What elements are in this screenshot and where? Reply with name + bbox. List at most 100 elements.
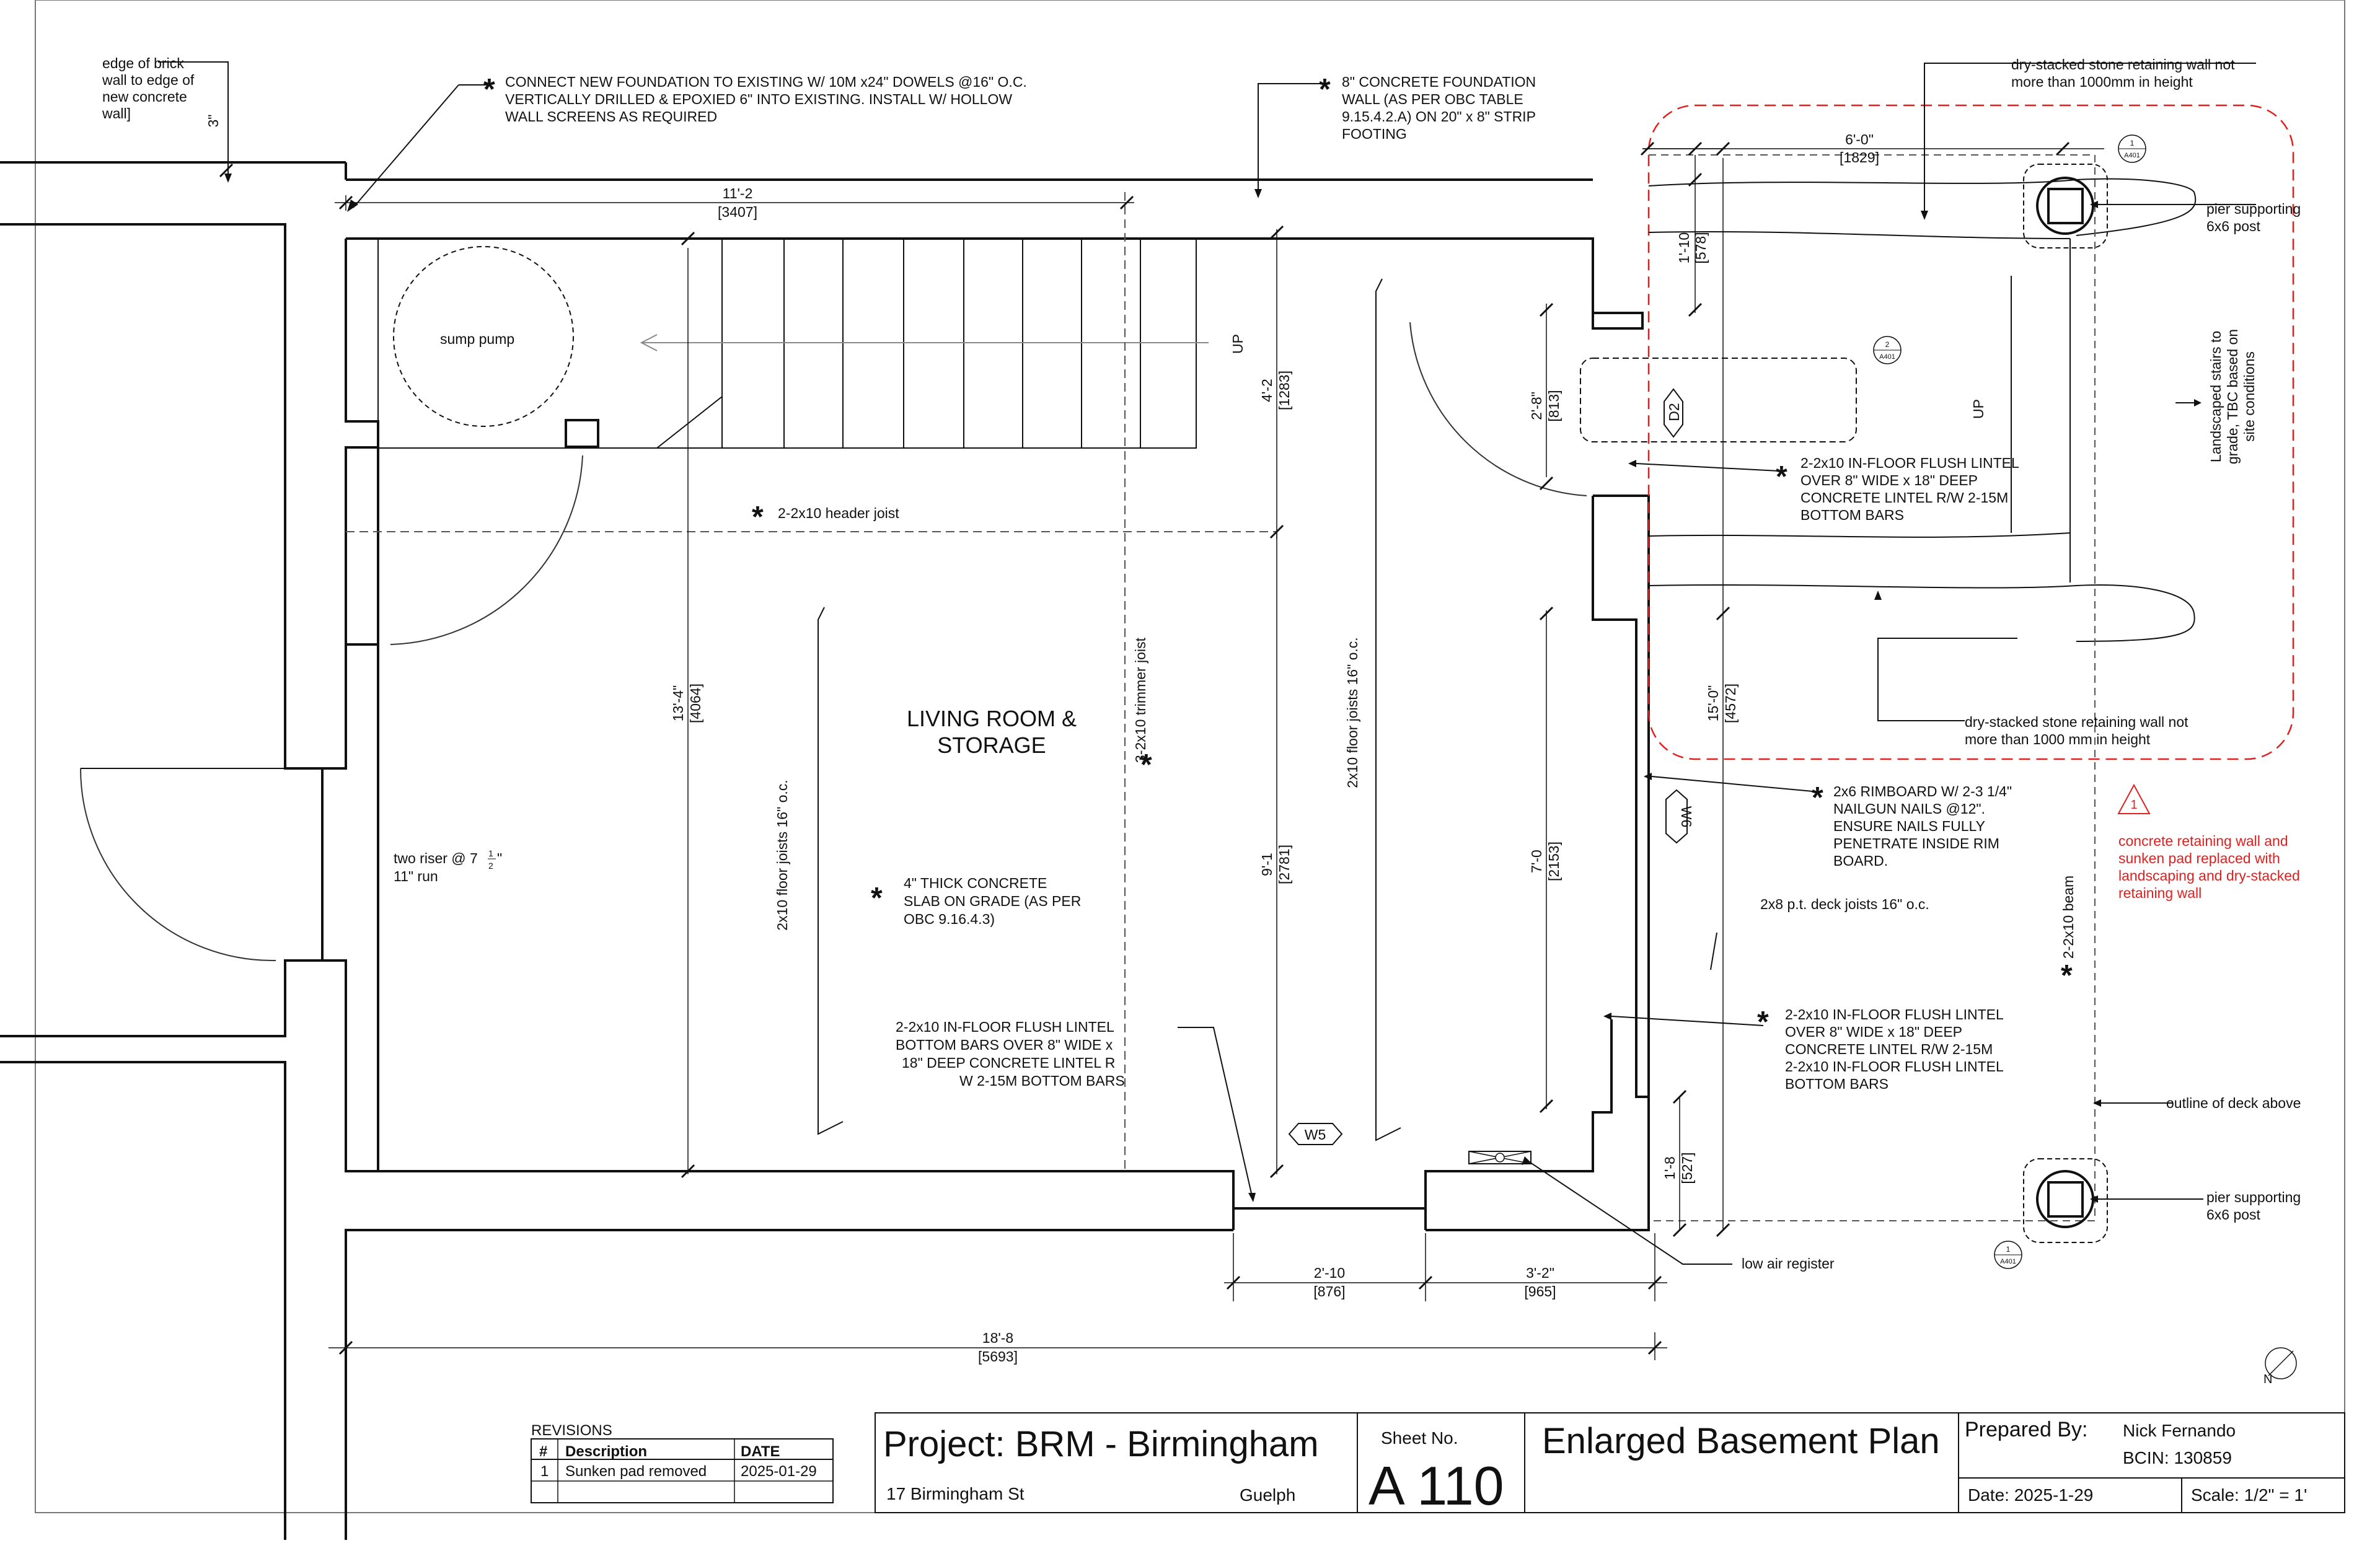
svg-text:Guelph: Guelph [1240,1485,1295,1505]
svg-text:2x8 p.t. deck joists 16" o.c.: 2x8 p.t. deck joists 16" o.c. [1760,896,1929,912]
svg-text:CONCRETE LINTEL R/W 2-15M: CONCRETE LINTEL R/W 2-15M [1800,490,2008,506]
svg-text:*: * [1140,749,1152,781]
low-air-register [1468,1151,1532,1164]
title-block: Project: BRM - Birmingham 17 Birmingham … [875,1412,2345,1516]
svg-text:13'-4": 13'-4" [670,685,686,722]
notes: edge of brick wall to edge of new concre… [102,55,2301,1272]
stairs [377,238,1209,449]
svg-text:Nick Fernando: Nick Fernando [2123,1421,2236,1440]
svg-text:2-2x10 IN-FLOOR FLUSH LINTEL: 2-2x10 IN-FLOOR FLUSH LINTEL [896,1019,1114,1035]
svg-text:9'-1: 9'-1 [1259,853,1275,876]
svg-text:2025-01-29: 2025-01-29 [741,1463,817,1480]
svg-text:1: 1 [2130,139,2135,147]
svg-text:2'-8": 2'-8" [1528,392,1545,420]
svg-text:VERTICALLY DRILLED & EPOXIED 6: VERTICALLY DRILLED & EPOXIED 6" INTO EXI… [505,91,1012,107]
svg-text:2x6 RIMBOARD W/ 2-3 1/4": 2x6 RIMBOARD W/ 2-3 1/4" [1833,783,2012,799]
svg-text:W 2-15M BOTTOM BARS: W 2-15M BOTTOM BARS [959,1073,1125,1089]
svg-text:": " [497,850,502,866]
svg-text:2x10 floor joists 16" o.c.: 2x10 floor joists 16" o.c. [1344,637,1360,788]
window-w5-tag: W5 [1288,1123,1343,1145]
svg-text:ENSURE NAILS FULLY: ENSURE NAILS FULLY [1833,818,1985,834]
svg-text:[813]: [813] [1546,390,1562,421]
svg-text:SLAB ON GRADE (AS PER: SLAB ON GRADE (AS PER [904,893,1081,909]
svg-text:3": 3" [205,115,221,128]
joist-span-left [818,607,844,1135]
svg-text:landscaping and dry-stacked: landscaping and dry-stacked [2118,868,2300,884]
svg-text:CONCRETE LINTEL R/W 2-15M: CONCRETE LINTEL R/W 2-15M [1785,1041,1993,1057]
svg-text:Scale: 1/2" = 1': Scale: 1/2" = 1' [2191,1485,2307,1505]
svg-text:[876]: [876] [1313,1283,1345,1299]
svg-text:[1829]: [1829] [1840,149,1879,165]
svg-text:outline of deck above: outline of deck above [2166,1095,2301,1111]
svg-text:9.15.4.2.A) ON 20" x 8" STRIP: 9.15.4.2.A) ON 20" x 8" STRIP [1342,108,1536,125]
svg-text:A401: A401 [1879,353,1895,361]
room-label-line2: STORAGE [937,732,1046,758]
svg-text:1: 1 [2006,1245,2011,1254]
svg-text:FOOTING: FOOTING [1342,126,1407,142]
svg-text:17 Birmingham St: 17 Birmingham St [886,1484,1025,1503]
svg-text:3-2x10 trimmer joist: 3-2x10 trimmer joist [1132,637,1148,763]
svg-text:concrete retaining wall and: concrete retaining wall and [2118,833,2288,849]
svg-text:*: * [1776,460,1787,493]
svg-text:more than 1000 mm in height: more than 1000 mm in height [1965,731,2151,747]
svg-text:1: 1 [488,848,493,858]
svg-text:#: # [539,1443,547,1460]
svg-text:WALL (AS PER OBC TABLE: WALL (AS PER OBC TABLE [1342,91,1523,107]
svg-text:2-2x10 beam: 2-2x10 beam [2060,876,2076,959]
svg-text:[527]: [527] [1679,1152,1695,1184]
joist-span-right [1375,278,1401,1141]
svg-text:N: N [2263,1373,2272,1386]
svg-text:low air register: low air register [1742,1255,1835,1272]
svg-text:3'-2": 3'-2" [1526,1265,1554,1281]
svg-text:pier supporting: pier supporting [2206,1189,2301,1205]
svg-text:REVISIONS: REVISIONS [531,1422,612,1439]
revision-triangle-icon [2117,783,2151,814]
svg-text:dry-stacked stone retaining wa: dry-stacked stone retaining wall not [2011,56,2235,73]
leader-lines [158,61,2256,1265]
svg-text:4'-2: 4'-2 [1259,379,1275,402]
svg-text:2x10 floor joists 16" o.c.: 2x10 floor joists 16" o.c. [774,780,790,930]
svg-text:4" THICK CONCRETE: 4" THICK CONCRETE [904,875,1047,891]
svg-text:1'-8: 1'-8 [1662,1156,1678,1180]
svg-text:BCIN: 130859: BCIN: 130859 [2123,1448,2232,1467]
svg-text:W5: W5 [1305,1127,1326,1143]
svg-text:Date: 2025-1-29: Date: 2025-1-29 [1968,1485,2093,1505]
svg-text:two riser @ 7: two riser @ 7 [394,850,478,866]
svg-text:[3407]: [3407] [718,204,757,220]
svg-text:retaining wall: retaining wall [2118,885,2202,901]
detail-ref-1-bottom: 1 A401 [1994,1241,2022,1269]
detail-ref-1-top: 1 A401 [2118,134,2146,163]
sump-label: sump pump [440,331,514,347]
svg-text:UP: UP [1230,334,1246,354]
svg-text:dry-stacked stone retaining wa: dry-stacked stone retaining wall not [1965,714,2188,730]
svg-text:2'-10: 2'-10 [1314,1265,1345,1281]
svg-text:WALL SCREENS AS REQUIRED: WALL SCREENS AS REQUIRED [505,108,717,125]
svg-text:[5693]: [5693] [978,1348,1018,1365]
svg-text:18'-8: 18'-8 [982,1330,1013,1346]
svg-text:W6: W6 [1678,806,1695,828]
svg-text:18" DEEP CONCRETE LINTEL R: 18" DEEP CONCRETE LINTEL R [902,1055,1115,1071]
svg-text:11" run: 11" run [394,868,438,884]
svg-text:*: * [483,73,495,106]
svg-text:2-2x10 IN-FLOOR FLUSH LINTEL: 2-2x10 IN-FLOOR FLUSH LINTEL [1785,1058,2004,1075]
svg-text:BOTTOM BARS: BOTTOM BARS [1800,507,1904,523]
svg-text:*: * [1812,781,1823,814]
existing-house-walls [0,161,347,1540]
detail-ref-2: 2 A401 [1873,336,1902,364]
svg-text:2: 2 [488,861,493,871]
svg-text:2-2x10 IN-FLOOR FLUSH LINTEL: 2-2x10 IN-FLOOR FLUSH LINTEL [1800,455,2019,471]
door-d2-tag: D2 [1666,403,1682,421]
deck-outline [1649,154,2096,1221]
stone-retaining-wall [1648,178,2197,642]
svg-text:Prepared By:: Prepared By: [1965,1418,2087,1441]
svg-text:[1283]: [1283] [1276,371,1292,410]
north-arrow-icon: N [2263,1347,2297,1386]
exterior-door-swing [80,768,276,962]
svg-text:new concrete: new concrete [102,89,187,105]
svg-text:2-2x10 IN-FLOOR FLUSH LINTEL: 2-2x10 IN-FLOOR FLUSH LINTEL [1785,1006,2004,1022]
svg-text:Description: Description [565,1443,647,1460]
svg-text:Sunken pad removed: Sunken pad removed [565,1463,707,1480]
svg-text:pier supporting: pier supporting [2206,201,2301,217]
